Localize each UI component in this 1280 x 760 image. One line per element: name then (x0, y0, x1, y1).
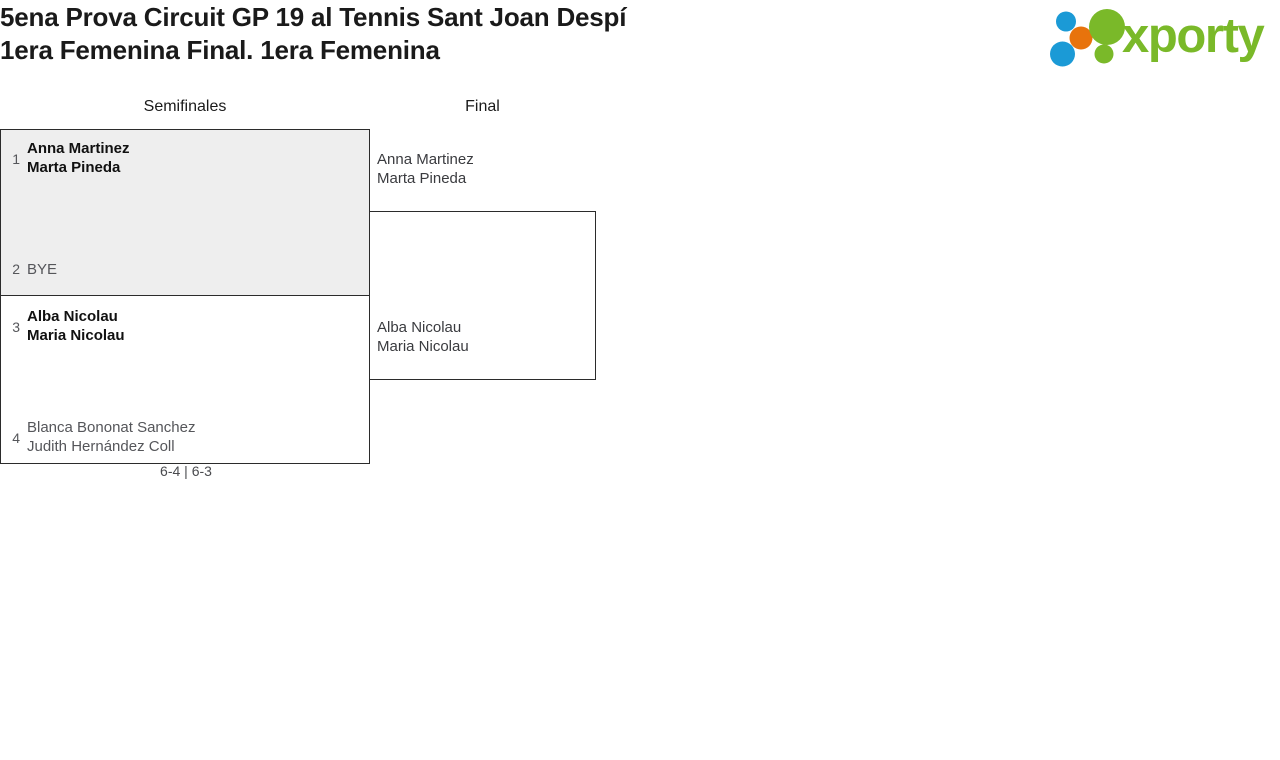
tournament-bracket: Semifinales Final 1 Anna Martinez Marta … (0, 90, 1280, 490)
seed-number: 1 (12, 151, 20, 167)
player-names: Blanca Bononat Sanchez Judith Hernández … (27, 419, 196, 455)
player-names: BYE (27, 261, 58, 278)
match-box-semifinal-2[interactable]: 3 Alba Nicolau Maria Nicolau 6-4 | 6-3 4… (0, 295, 370, 479)
seed-number: 4 (12, 430, 20, 446)
brand-wordmark: xporty (1122, 9, 1265, 63)
green-dot-large-icon (1089, 9, 1125, 45)
final-entry-bottom[interactable]: Alba Nicolau Maria Nicolau (377, 319, 469, 355)
round-header-semifinales: Semifinales (143, 98, 227, 115)
xporty-logo[interactable]: xporty (1044, 6, 1276, 68)
match-score: 6-4 | 6-3 (160, 463, 212, 479)
seed-number: 2 (12, 261, 20, 277)
match-entry-seed-1[interactable]: 1 Anna Martinez Marta Pineda (1, 139, 130, 177)
match-entry-seed-4[interactable]: 4 Blanca Bononat Sanchez Judith Hernánde… (1, 418, 195, 456)
player-names: Anna Martinez Marta Pineda (27, 140, 130, 176)
page-header: 5ena Prova Circuit GP 19 al Tennis Sant … (0, 0, 1280, 78)
match-box-final[interactable] (369, 211, 596, 380)
blue-dot-bottom-icon (1050, 41, 1075, 67)
match-entry-seed-2[interactable]: 2 BYE (1, 260, 57, 279)
final-entry-top[interactable]: Anna Martinez Marta Pineda (377, 151, 474, 187)
page-title: 5ena Prova Circuit GP 19 al Tennis Sant … (0, 2, 627, 65)
seed-number: 3 (12, 319, 20, 335)
green-dot-small-icon (1094, 44, 1114, 64)
orange-dot-icon (1069, 26, 1093, 50)
match-entry-seed-3[interactable]: 3 Alba Nicolau Maria Nicolau (1, 307, 125, 345)
round-header-final: Final (465, 98, 500, 115)
match-box-semifinal-1[interactable]: 1 Anna Martinez Marta Pineda 2 BYE (0, 129, 370, 296)
blue-dot-top-icon (1056, 11, 1076, 32)
player-names: Alba Nicolau Maria Nicolau (27, 308, 125, 344)
